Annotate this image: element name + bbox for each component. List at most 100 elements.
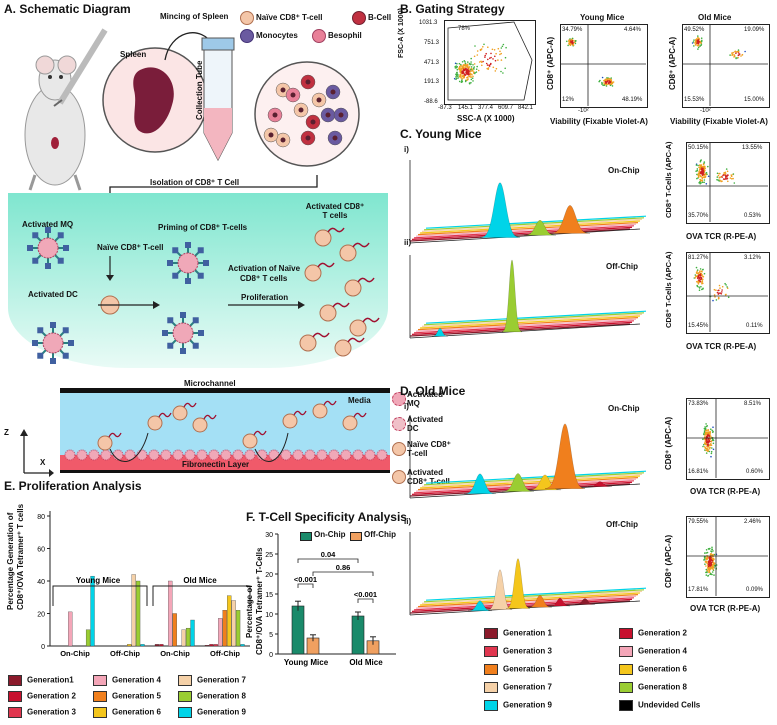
b-young-q3: 12%: [562, 97, 575, 103]
b1-event: [485, 52, 487, 55]
fibronectin-cell-icon: [208, 449, 220, 461]
isolation-label: Isolation of CD8⁺ T Cell: [150, 178, 240, 187]
c-off-ridge: [419, 315, 641, 329]
activated-dc-icon-receptor: [62, 327, 69, 334]
b-old-event: [735, 52, 737, 54]
c-on-event: [704, 173, 707, 176]
e-legend-item: Generation1: [8, 675, 74, 686]
c-off-histogram: [409, 255, 647, 339]
b1-event: [469, 73, 472, 76]
b-young-event: [605, 85, 608, 87]
c-on-axis: [409, 228, 641, 244]
b1-event: [460, 75, 462, 77]
panel-b-title: B. Gating Strategy: [400, 2, 505, 16]
naive-cell-icon: [240, 11, 254, 25]
f-legend-on-swatch: [300, 532, 312, 541]
e-legend-label: Generation 5: [112, 691, 161, 701]
c-off-event: [716, 291, 719, 294]
b1-scatter: [447, 21, 533, 101]
c-flow-on-scatter: [686, 142, 768, 222]
b-young-event: [610, 82, 612, 85]
chip-legend-activated: Activated CD8⁺ T-cell: [407, 468, 450, 486]
generation-legend-label: Generation 4: [638, 646, 687, 656]
receptor-icon: [323, 400, 337, 406]
c-off-event: [715, 289, 717, 291]
t-cell-icon: [242, 433, 258, 449]
e-ytick-label: 60: [37, 547, 45, 554]
b-old-event: [737, 56, 739, 59]
c-on-event: [701, 177, 704, 180]
collection-tube: [201, 37, 235, 162]
b-young-event: [607, 82, 610, 84]
generation-legend-item: Generation 6: [619, 664, 687, 675]
b-young-event: [607, 79, 610, 81]
legend-besophil: Besophil: [328, 31, 362, 40]
c-on-event: [701, 171, 703, 174]
d-flow-off-ylabel: CD8⁺ (APC-A): [664, 534, 673, 588]
e-old-label: Old Mice: [183, 576, 217, 585]
c-off-event: [695, 271, 698, 274]
d-on-event: [705, 441, 708, 444]
b-old-event: [735, 51, 738, 53]
b1-event: [470, 76, 472, 78]
c-on-event: [724, 171, 727, 174]
c-on-event: [724, 174, 726, 176]
c-off-event: [701, 280, 704, 283]
xz-axes: [20, 429, 54, 477]
f-p-young-label: <0.001: [294, 575, 317, 584]
d-on-event: [712, 426, 714, 428]
e-bar: [240, 644, 245, 647]
b1-event: [457, 77, 459, 79]
d-on-event: [705, 443, 707, 446]
b1-event: [473, 71, 475, 73]
b-old-event: [694, 44, 697, 46]
d-flow-off-q1: 79.55%: [688, 519, 709, 525]
c-off-event: [700, 274, 703, 276]
generation-legend-label: Generation 8: [638, 682, 687, 692]
b-old-q1: 49.52%: [684, 27, 705, 33]
d-flow-off-q3: 17.81%: [688, 587, 709, 593]
b1-ytick-3: 191.3: [424, 79, 440, 85]
f-p-old-label: <0.001: [354, 590, 377, 599]
b1-event: [466, 76, 468, 79]
receptor-icon: [357, 277, 375, 283]
c-on-event: [717, 174, 720, 177]
cell-nucleus-icon: [305, 79, 311, 85]
b-old-event: [700, 44, 702, 46]
activated-t-icon: [392, 470, 406, 484]
c-off-event: [699, 274, 702, 277]
d-on-event: [712, 442, 715, 445]
b-young-event: [571, 42, 574, 44]
b1-event: [492, 66, 495, 69]
b1-event: [497, 47, 500, 50]
f-ytick-label: 20: [265, 572, 273, 579]
activated-dc-icon-receptor: [37, 352, 44, 359]
c-off-ridge: [415, 318, 637, 332]
generation-legend-item: Generation 9: [484, 700, 552, 711]
b1-event: [471, 77, 474, 79]
c-off-event: [696, 270, 698, 273]
d-off-event: [708, 562, 711, 564]
b1-event: [490, 52, 492, 55]
b1-event: [467, 69, 470, 72]
e-legend-swatch: [178, 707, 192, 718]
primed-cell-icon-2: [172, 322, 194, 344]
f-ytick-label: 0: [269, 652, 273, 659]
monocyte-icon: [240, 29, 254, 43]
d-flow-on-q4: 0.60%: [746, 469, 764, 475]
c-flow-on-q3: 35.70%: [688, 213, 709, 219]
b1-event: [461, 67, 463, 69]
b1-event: [460, 63, 462, 66]
c-off-event: [697, 272, 699, 274]
e-legend-label: Generation 9: [197, 707, 246, 717]
c-off-event: [696, 269, 699, 271]
e-legend-item: Generation 9: [178, 707, 246, 718]
activated-dc-icon-receptor: [50, 322, 56, 328]
c-off-event: [715, 299, 718, 301]
d-on-peak: [501, 473, 535, 492]
b-old-event: [693, 39, 695, 41]
b-old-q4: 15.00%: [744, 97, 765, 103]
f-p-on-label: 0.04: [321, 550, 336, 559]
generation-legend-label: Generation 7: [503, 682, 552, 692]
d-off-event: [705, 549, 708, 551]
